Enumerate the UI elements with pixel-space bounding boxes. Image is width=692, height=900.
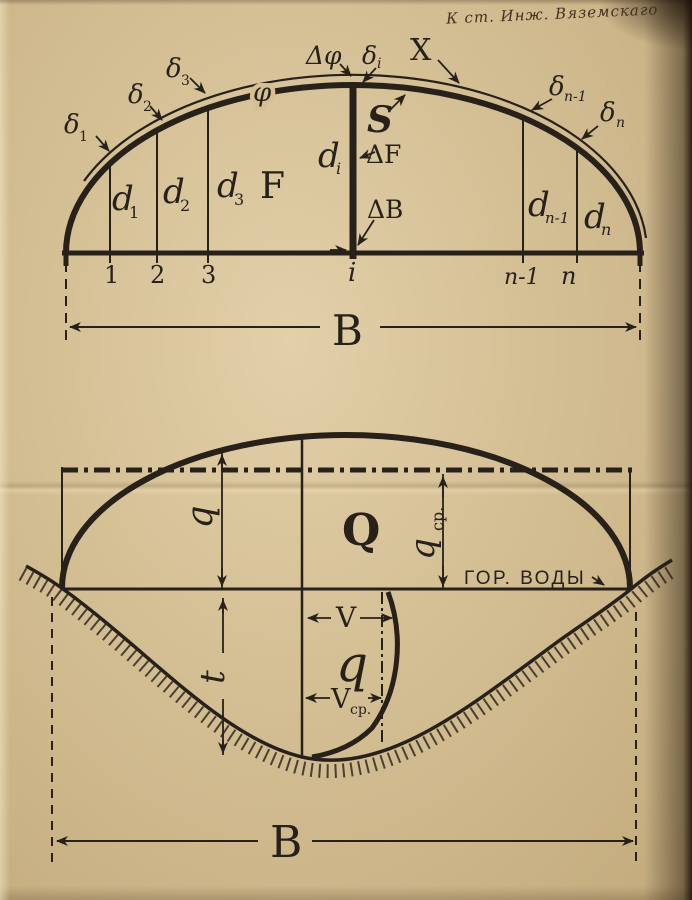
phi-curve-label: φ	[253, 78, 272, 108]
delta-b-arrow	[357, 219, 375, 246]
s-label: S	[367, 99, 393, 141]
velocity-curve	[311, 591, 400, 760]
delta2-sub: 2	[143, 99, 152, 115]
delta1-label: δ	[64, 110, 80, 140]
d2-label: d	[163, 172, 185, 212]
di-sub: i	[336, 159, 341, 178]
water-label-arrow	[591, 574, 605, 586]
q-average-label-group: q ср.	[403, 507, 447, 560]
delta2-arrow	[149, 105, 163, 121]
q-unit-label: q	[336, 635, 368, 693]
delta3-arrow	[189, 77, 206, 94]
dn-sub: n	[601, 220, 611, 239]
delta-f-arrow	[359, 149, 376, 159]
d3-sub: 3	[234, 190, 244, 209]
cross-section-diagram: δ 1 δ 2 δ 3 φ Δφ δ i X S δ n-1 δ n d 1 d…	[62, 33, 648, 355]
tick-i: i	[348, 258, 356, 288]
delta-n-label: δ	[600, 98, 616, 128]
delta-n-arrow	[581, 125, 599, 140]
channel-bottom	[25, 558, 673, 762]
delta-n1-sub: n-1	[564, 89, 587, 105]
tick-n1: n-1	[504, 265, 540, 290]
width-b-label-top: B	[332, 306, 363, 355]
delta-f-label: ΔF	[366, 140, 401, 169]
delta3-sub: 3	[181, 73, 190, 89]
water-horizon-label: ГОР. ВОДЫ	[464, 568, 586, 589]
tick-2: 2	[150, 261, 165, 289]
v-label: V	[335, 601, 357, 634]
q-average-sub: ср.	[428, 507, 447, 531]
delta-phi-label: Δφ	[305, 41, 342, 70]
area-f-label: F	[260, 166, 285, 207]
q-average-label: q	[403, 538, 443, 560]
delta-i-sub: i	[377, 56, 381, 72]
dn1-label: d	[528, 185, 550, 225]
s-arrow	[389, 94, 406, 111]
delta-n-sub: n	[616, 115, 625, 131]
q-label: q	[180, 505, 221, 528]
delta-n1-arrow	[531, 98, 553, 111]
tick-3: 3	[201, 261, 216, 289]
delta1-sub: 1	[79, 129, 88, 145]
x-label: X	[410, 33, 432, 68]
dn1-sub: n-1	[545, 209, 569, 227]
d2-sub: 2	[180, 196, 190, 215]
delta3-label: δ	[166, 54, 182, 84]
d1-sub: 1	[129, 203, 139, 222]
width-b-label-bottom: B	[270, 817, 302, 868]
tick-n: n	[561, 262, 576, 290]
v-average-label: V	[330, 684, 351, 715]
surface-line-x	[83, 73, 648, 239]
d3-label: d	[217, 166, 239, 206]
delta-b-label: ΔB	[367, 195, 403, 224]
di-label: d	[318, 136, 340, 176]
delta1-arrow	[95, 135, 110, 152]
delta-i-arrow	[362, 67, 377, 83]
discharge-curve	[59, 432, 633, 589]
x-arrow	[437, 59, 460, 84]
discharge-diagram: q Q q ср. ГОР. ВОДЫ t V q V ср. B	[18, 432, 678, 868]
dn-label: d	[584, 197, 606, 237]
delta2-label: δ	[128, 80, 144, 110]
big-q-label: Q	[342, 505, 380, 556]
t-label: t	[193, 670, 233, 684]
v-average-sub: ср.	[350, 702, 371, 718]
delta-i-label: δ	[362, 41, 377, 70]
delta-phi-arrow	[339, 63, 352, 77]
delta-n1-label: δ	[549, 72, 565, 102]
tick-1: 1	[104, 261, 119, 289]
d1-label: d	[112, 179, 134, 219]
